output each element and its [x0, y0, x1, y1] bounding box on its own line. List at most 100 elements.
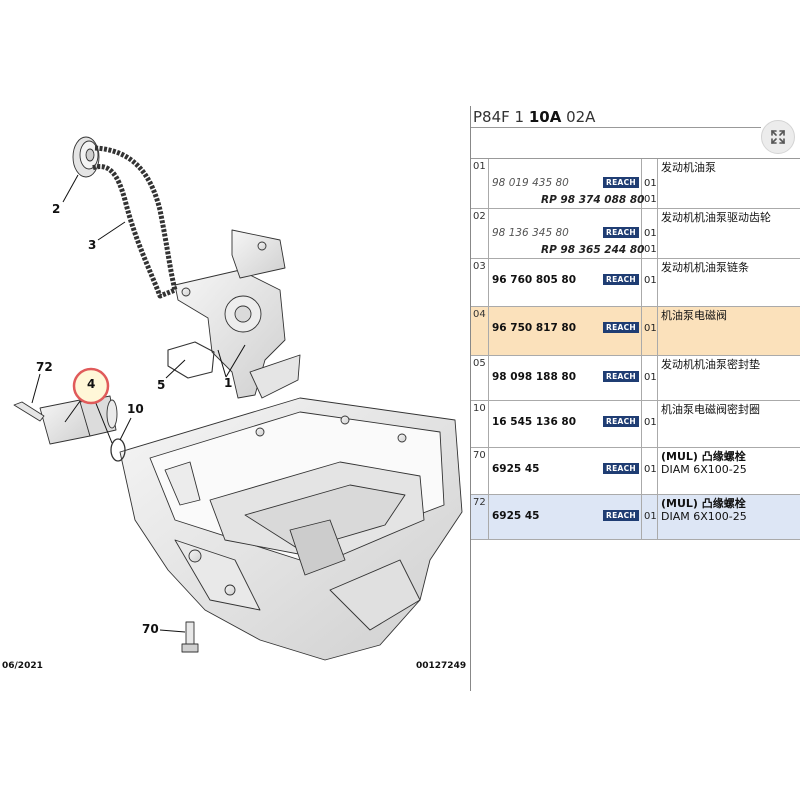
bolt-70 — [181, 621, 199, 653]
part-ref-cell: 98 136 345 80 REACH RP 98 365 244 80 — [489, 209, 645, 258]
qty: 01 — [644, 178, 657, 189]
qty: 01 — [644, 417, 657, 428]
part-index: 10 — [471, 401, 489, 447]
part-description: 发动机机油泵密封垫 — [658, 356, 800, 400]
callout-1[interactable]: 1 — [224, 376, 233, 390]
callout-2[interactable]: 2 — [52, 202, 61, 216]
oil-pump — [174, 229, 301, 399]
parts-panel: P84F 1 10A 02A 01 98 019 435 80 REACH RP… — [470, 106, 800, 691]
part-row-01[interactable]: 01 98 019 435 80 REACH RP 98 374 088 80 … — [471, 159, 800, 209]
part-description: 机油泵电磁阀 — [658, 307, 800, 355]
selected-callout-ring — [72, 367, 110, 405]
qty-cell: 01 — [642, 259, 658, 306]
part-row-70[interactable]: 70 6925 45 REACH 01 (MUL) 凸缘螺栓 DIAM 6X10… — [471, 448, 800, 495]
reach-badge: REACH — [603, 416, 639, 427]
part-ref-cell: 6925 45 REACH — [489, 495, 642, 539]
qty: 01 — [644, 323, 657, 334]
reach-badge: REACH — [603, 463, 639, 474]
old-ref[interactable]: 98 136 345 80 — [492, 227, 569, 239]
description-spec: DIAM 6X100-25 — [661, 510, 747, 523]
callout-72[interactable]: 72 — [36, 360, 53, 374]
reach-badge: REACH — [603, 371, 639, 382]
part-index: 03 — [471, 259, 489, 306]
part-row-02[interactable]: 02 98 136 345 80 REACH RP 98 365 244 80 … — [471, 209, 800, 259]
drive-sprocket — [72, 136, 100, 178]
ref-prefix: P84F 1 — [473, 108, 529, 126]
qty: 01 — [644, 464, 657, 475]
part-ref-cell: 96 750 817 80 REACH — [489, 307, 642, 355]
replacement-ref[interactable]: RP 98 374 088 80 — [541, 194, 645, 206]
part-index: 05 — [471, 356, 489, 400]
parts-table: 01 98 019 435 80 REACH RP 98 374 088 80 … — [471, 158, 800, 540]
reach-badge: REACH — [603, 510, 639, 521]
qty: 01 — [644, 372, 657, 383]
reach-badge: REACH — [603, 177, 639, 188]
callout-70[interactable]: 70 — [142, 622, 159, 636]
qty: 01 — [644, 244, 657, 255]
old-ref[interactable]: 98 019 435 80 — [492, 177, 569, 189]
part-index: 04 — [471, 307, 489, 355]
part-row-10[interactable]: 10 16 545 136 80 REACH 01 机油泵电磁阀密封圈 — [471, 401, 800, 448]
part-row-03[interactable]: 03 96 760 805 80 REACH 01 发动机机油泵链条 — [471, 259, 800, 307]
part-index: 02 — [471, 209, 489, 258]
description-text: (MUL) 凸缘螺栓 — [661, 497, 746, 510]
pump-gasket — [167, 341, 215, 379]
part-description: 发动机机油泵链条 — [658, 259, 800, 306]
diagram-drawing — [13, 136, 463, 661]
description-text: 发动机油泵 — [661, 161, 716, 174]
diagram-doc-number: 00127249 — [416, 661, 467, 671]
qty-cell: 01 — [642, 356, 658, 400]
part-description: (MUL) 凸缘螺栓 DIAM 6X100-25 — [658, 448, 800, 494]
part-row-72[interactable]: 72 6925 45 REACH 01 (MUL) 凸缘螺栓 DIAM 6X10… — [471, 495, 800, 540]
part-ref-cell: 98 019 435 80 REACH RP 98 374 088 80 — [489, 159, 645, 208]
part-row-04[interactable]: 04 96 750 817 80 REACH 01 机油泵电磁阀 — [471, 307, 800, 356]
zoom-expand-icon — [771, 130, 785, 144]
part-description: (MUL) 凸缘螺栓 DIAM 6X100-25 — [658, 495, 800, 539]
qty: 01 — [644, 228, 657, 239]
callout-4[interactable]: 4 — [87, 377, 96, 391]
timing-chain — [91, 145, 178, 299]
qty-cell: 01 — [642, 307, 658, 355]
description-text: 发动机机油泵密封垫 — [661, 358, 760, 371]
callout-5[interactable]: 5 — [157, 378, 166, 392]
part-index: 70 — [471, 448, 489, 494]
part-ref[interactable]: 96 760 805 80 — [492, 274, 577, 286]
qty: 01 — [644, 511, 657, 522]
qty: 01 — [644, 275, 657, 286]
description-text: 发动机机油泵链条 — [661, 261, 749, 274]
part-description: 发动机油泵 — [658, 159, 800, 208]
part-ref[interactable]: 16 545 136 80 — [492, 416, 577, 428]
qty-cell: 01 01 — [642, 159, 658, 208]
part-row-05[interactable]: 05 98 098 188 80 REACH 01 发动机机油泵密封垫 — [471, 356, 800, 401]
zoom-button[interactable] — [761, 120, 795, 154]
qty-cell: 01 — [642, 401, 658, 447]
reference-header: P84F 1 10A 02A — [471, 106, 761, 128]
part-ref[interactable]: 98 098 188 80 — [492, 371, 577, 383]
part-ref-cell: 96 760 805 80 REACH — [489, 259, 642, 306]
oil-pan — [119, 397, 463, 661]
qty-cell: 01 — [642, 448, 658, 494]
part-index: 72 — [471, 495, 489, 539]
callout-3[interactable]: 3 — [88, 238, 97, 252]
description-text: 机油泵电磁阀密封圈 — [661, 403, 760, 416]
exploded-parts-diagram — [0, 108, 470, 680]
part-ref[interactable]: 6925 45 — [492, 463, 540, 475]
reach-badge: REACH — [603, 227, 639, 238]
description-spec: DIAM 6X100-25 — [661, 463, 747, 476]
description-text: 机油泵电磁阀 — [661, 309, 727, 322]
description-text: (MUL) 凸缘螺栓 — [661, 450, 746, 463]
qty: 01 — [644, 194, 657, 205]
reach-badge: REACH — [603, 322, 639, 333]
part-ref-cell: 16 545 136 80 REACH — [489, 401, 642, 447]
part-ref-cell: 98 098 188 80 REACH — [489, 356, 642, 400]
part-ref[interactable]: 96 750 817 80 — [492, 322, 577, 334]
callout-10[interactable]: 10 — [127, 402, 144, 416]
ref-bold: 10A — [528, 108, 562, 126]
part-index: 01 — [471, 159, 489, 208]
part-ref[interactable]: 6925 45 — [492, 510, 540, 522]
seal-ring — [110, 438, 126, 462]
description-text: 发动机机油泵驱动齿轮 — [661, 211, 771, 224]
part-ref-cell: 6925 45 REACH — [489, 448, 642, 494]
replacement-ref[interactable]: RP 98 365 244 80 — [541, 244, 645, 256]
part-description: 发动机机油泵驱动齿轮 — [658, 209, 800, 258]
